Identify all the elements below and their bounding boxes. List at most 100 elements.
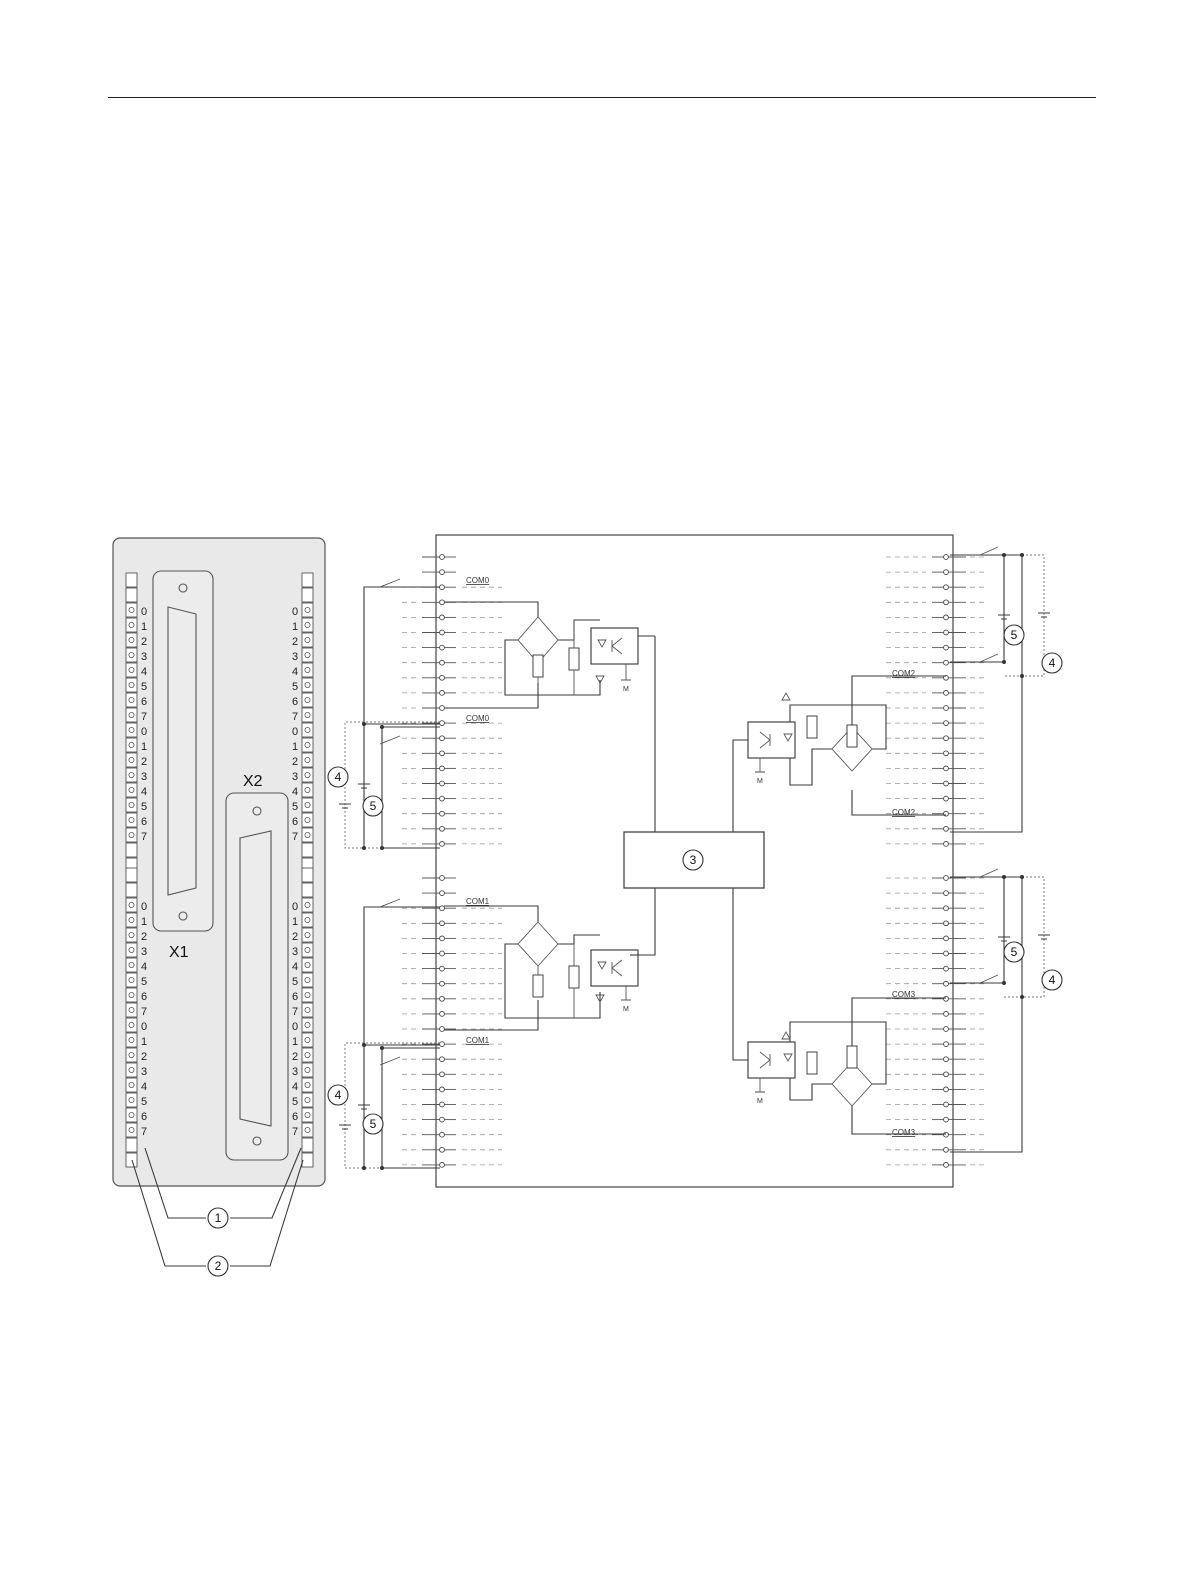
x1-upper-pin-terminal: [126, 723, 137, 737]
input-circuit-group-3: M: [748, 998, 946, 1134]
left-upper-terminals-terminal: [440, 811, 445, 816]
x1-upper-pin-terminal: [126, 603, 137, 617]
x1-lower-pin-terminal: [126, 1093, 137, 1107]
x2-lower-pin-pin-number: 7: [292, 1006, 298, 1018]
x2-lower-pin-terminal: [302, 913, 313, 927]
x1-lower-pin-pin-number: 0: [141, 901, 147, 913]
right-upper-terminals-terminal: [944, 645, 949, 650]
svg-text:5: 5: [1011, 945, 1018, 959]
right-upper-terminals-terminal: [944, 600, 949, 605]
x1-lower-pin-terminal: [126, 943, 137, 957]
x1-lower-pin-terminal: [126, 1033, 137, 1047]
left-upper-terminals-terminal: [440, 751, 445, 756]
x2-lower-pin-pin-number: 5: [292, 1096, 298, 1108]
x1-lower-pin-terminal: [126, 1108, 137, 1122]
right-upper-terminals-terminal: [944, 691, 949, 696]
x1-upper-pin-terminal: [126, 753, 137, 767]
x2-upper-pin-pin-number: 5: [292, 801, 298, 813]
x2-lower-pin-pin-number: 2: [292, 1051, 298, 1063]
x1-upper-pin-pin-number: 1: [141, 621, 147, 633]
left-lower-terminals-terminal: [440, 1027, 445, 1032]
x2-upper-pin-terminal: [302, 768, 313, 782]
x2-lower-pin-terminal: [302, 1093, 313, 1107]
x2-lower-pin-terminal: [302, 1033, 313, 1047]
x1-lower-pin-pin-number: 4: [141, 961, 147, 973]
left-upper-terminals-terminal: [440, 781, 445, 786]
left-lower-terminals-terminal: [440, 936, 445, 941]
right-lower-terminals-terminal: [944, 951, 949, 956]
right-upper-terminals-terminal: [944, 660, 949, 665]
right-lower-terminals-terminal: [944, 1042, 949, 1047]
x1-lower-pin-pin-number: 3: [141, 1066, 147, 1078]
right-lower-terminals-terminal: [944, 891, 949, 896]
right-lower-terminals-terminal: [944, 981, 949, 986]
com-label-right-bottom-a: COM3: [892, 990, 916, 999]
left-upper-terminals-terminal: [440, 842, 445, 847]
x1-upper-pin-pin-number: 3: [141, 771, 147, 783]
com-label-left-top-a: COM0: [466, 576, 490, 585]
x1-lower-pin-pin-number: 2: [141, 1051, 147, 1063]
left-upper-terminals-terminal: [440, 615, 445, 620]
com-label-left-bottom-b: COM1: [466, 1036, 490, 1045]
x2-lower-pin-terminal: [302, 943, 313, 957]
callout-3: 3: [683, 850, 703, 870]
left-upper-terminals-terminal: [440, 570, 445, 575]
x1-lower-pin-pin-number: 6: [141, 1111, 147, 1123]
left-lower-terminals-terminal: [440, 1072, 445, 1077]
svg-text:3: 3: [690, 853, 697, 867]
module-front-view: X1 X2 0123456701234567012345670123456701…: [113, 538, 325, 1186]
x1-upper-pin-terminal: [126, 708, 137, 722]
right-upper-terminals-terminal: [944, 796, 949, 801]
x2-upper-pin-pin-number: 1: [292, 621, 298, 633]
x2-lower-pin-pin-number: 0: [292, 1021, 298, 1033]
callout-4-left-top: 4: [328, 767, 348, 787]
x1-upper-pin-pin-number: 2: [141, 756, 147, 768]
callout-4-right-bottom: 4: [1042, 970, 1062, 990]
x1-upper-pin-terminal: [126, 678, 137, 692]
right-lower-terminals-terminal: [944, 1163, 949, 1168]
x1-lower-pin-pin-number: 7: [141, 1126, 147, 1138]
x2-upper-pin-terminal: [302, 798, 313, 812]
input-circuit-group-0: M: [444, 602, 655, 708]
x2-upper-pin-pin-number: 2: [292, 756, 298, 768]
right-lower-terminals-terminal: [944, 1087, 949, 1092]
x2-lower-pin-pin-number: 3: [292, 946, 298, 958]
left-upper-terminals-terminal: [440, 585, 445, 590]
svg-text:5: 5: [1011, 628, 1018, 642]
x2-upper-pin-terminal: [302, 723, 313, 737]
left-lower-terminals-terminal: [440, 921, 445, 926]
x1-upper-pin-pin-number: 0: [141, 726, 147, 738]
x2-lower-pin-terminal: [302, 1123, 313, 1137]
right-lower-terminals-terminal: [944, 1057, 949, 1062]
svg-text:5: 5: [370, 799, 377, 813]
x1-lower-pin-terminal: [126, 898, 137, 912]
left-lower-terminals-terminal: [440, 981, 445, 986]
left-lower-terminals-terminal: [440, 1087, 445, 1092]
x2-upper-pin-terminal: [302, 783, 313, 797]
left-lower-terminals-terminal: [440, 1117, 445, 1122]
x1-lower-pin-terminal: [126, 973, 137, 987]
left-upper-terminals-terminal: [440, 736, 445, 741]
x2-upper-pin-pin-number: 5: [292, 681, 298, 693]
x1-lower-pin-terminal: [126, 1063, 137, 1077]
x1-upper-pin-pin-number: 1: [141, 741, 147, 753]
input-circuit-group-2: M: [748, 676, 946, 815]
right-lower-terminals: [886, 876, 986, 1168]
x2-lower-pin-terminal: [302, 1063, 313, 1077]
svg-text:5: 5: [370, 1117, 377, 1131]
left-upper-terminals-terminal: [440, 630, 445, 635]
x1-lower-pin-pin-number: 6: [141, 991, 147, 1003]
com-label-right-bottom-b: COM3: [892, 1128, 916, 1137]
x1-lower-pin-terminal: [126, 913, 137, 927]
right-upper-terminals: [886, 555, 986, 847]
x1-lower-pin-terminal: [126, 1123, 137, 1137]
x1-upper-pin-terminal: [126, 633, 137, 647]
x2-upper-pin-pin-number: 6: [292, 696, 298, 708]
left-lower-terminals-terminal: [440, 891, 445, 896]
left-lower-terminals-terminal: [440, 1147, 445, 1152]
left-upper-terminals-terminal: [440, 600, 445, 605]
x1-lower-pin-terminal: [126, 988, 137, 1002]
x2-upper-pin-pin-number: 3: [292, 651, 298, 663]
input-circuit-group-1: M: [444, 906, 638, 1030]
